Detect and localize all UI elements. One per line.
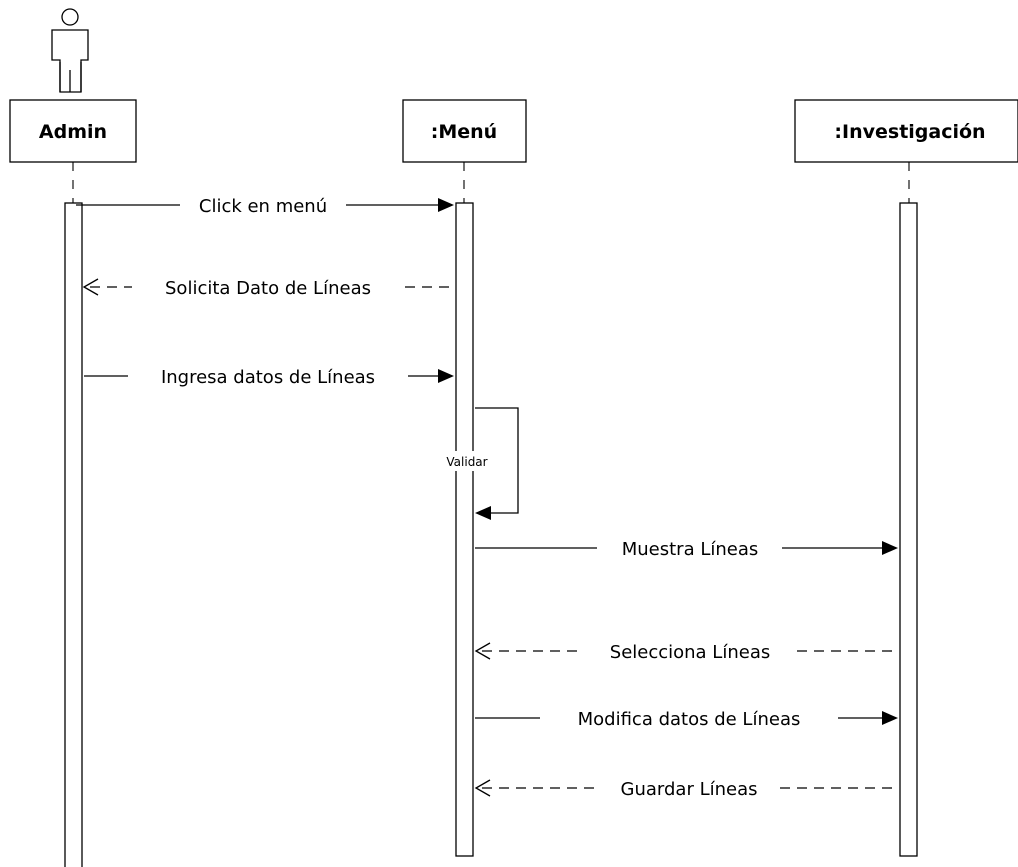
message-solicita-datos: Solicita Dato de Líneas: [82, 278, 454, 299]
message-muestra-lineas: Muestra Líneas: [475, 539, 898, 560]
participant-investigacion: :Investigación: [794, 99, 1018, 163]
participant-investigacion-label: :Investigación: [834, 121, 985, 143]
activation-investigacion: [899, 202, 918, 857]
participant-admin: Admin: [9, 99, 137, 163]
message-selecciona-lineas: Selecciona Líneas: [474, 642, 898, 663]
activation-admin: [64, 202, 83, 867]
message-selecciona-lineas-label: Selecciona Líneas: [610, 642, 770, 663]
self-message-validar-label: Validar: [446, 455, 487, 469]
actor-icon: [51, 8, 89, 93]
self-message-validar: Validar: [443, 407, 519, 520]
participant-menu: :Menú: [402, 99, 527, 163]
message-solicita-datos-label: Solicita Dato de Líneas: [165, 278, 371, 299]
participant-menu-label: :Menú: [431, 121, 497, 143]
message-modifica-datos: Modifica datos de Líneas: [475, 709, 898, 730]
message-guardar-lineas: Guardar Líneas: [474, 779, 898, 800]
activation-menu: [455, 202, 474, 857]
message-modifica-datos-label: Modifica datos de Líneas: [578, 709, 801, 730]
message-ingresa-datos-label: Ingresa datos de Líneas: [161, 367, 375, 388]
message-guardar-lineas-label: Guardar Líneas: [621, 779, 758, 800]
participant-admin-label: Admin: [39, 121, 107, 143]
message-ingresa-datos: Ingresa datos de Líneas: [84, 367, 454, 388]
message-click-menu: Click en menú: [76, 196, 454, 217]
message-muestra-lineas-label: Muestra Líneas: [622, 539, 759, 560]
message-click-menu-label: Click en menú: [199, 196, 327, 217]
